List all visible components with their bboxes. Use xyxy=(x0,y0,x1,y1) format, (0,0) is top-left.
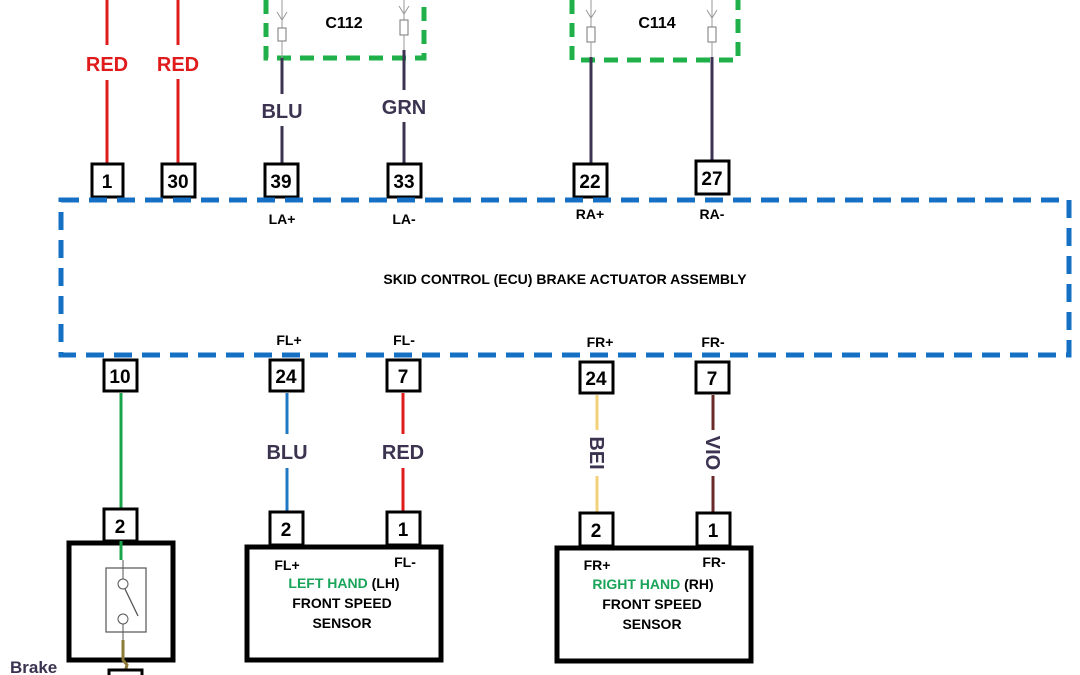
wire-label-fr-minus: VIO xyxy=(701,436,723,470)
svg-text:2: 2 xyxy=(281,520,292,541)
signal-label-ra-minus: RA- xyxy=(700,206,725,222)
svg-text:FL+: FL+ xyxy=(274,557,299,573)
signal-label-fr-minus: FR- xyxy=(701,334,725,350)
svg-text:RIGHT HAND (RH): RIGHT HAND (RH) xyxy=(592,576,713,592)
pin-box-24-fr: 24 xyxy=(578,360,615,395)
svg-text:1: 1 xyxy=(398,520,409,541)
brake-switch: 2 xyxy=(66,507,176,675)
right-front-speed-sensor: 2 1 FR+ FR- RIGHT HAND (RH) FRONT SPEED … xyxy=(554,511,754,664)
pin-box-27: 27 xyxy=(694,159,731,196)
connector-c114-outline xyxy=(569,0,741,63)
signal-label-la-plus: LA+ xyxy=(269,211,296,227)
pin-box-1: 1 xyxy=(90,162,125,199)
terminal-icon xyxy=(398,0,410,50)
pin-box-10: 10 xyxy=(102,358,139,393)
wire-label-fl-minus: RED xyxy=(382,442,424,464)
svg-text:39: 39 xyxy=(270,172,291,193)
brake-label: Brake xyxy=(10,658,57,675)
wire-label-fl-plus: BLU xyxy=(266,442,307,464)
ecu-title: SKID CONTROL (ECU) BRAKE ACTUATOR ASSEMB… xyxy=(383,271,747,287)
svg-text:FRONT SPEED: FRONT SPEED xyxy=(292,595,392,611)
svg-text:10: 10 xyxy=(109,367,130,388)
terminal-icon xyxy=(276,0,288,58)
connector-c114-label: C114 xyxy=(638,15,675,32)
svg-text:1: 1 xyxy=(708,521,719,542)
signal-label-fr-plus: FR+ xyxy=(587,334,614,350)
signal-label-fl-plus: FL+ xyxy=(276,332,301,348)
pin-box-22: 22 xyxy=(572,162,609,199)
connector-c112-label: C112 xyxy=(325,15,362,32)
pin-box-7-fl: 7 xyxy=(385,358,422,393)
pin-box-39: 39 xyxy=(263,162,300,199)
wire-label-pin-33: GRN xyxy=(382,97,426,119)
svg-text:33: 33 xyxy=(393,172,414,193)
svg-text:FR-: FR- xyxy=(702,554,726,570)
svg-text:LEFT HAND (LH): LEFT HAND (LH) xyxy=(288,575,399,591)
signal-label-fl-minus: FL- xyxy=(393,332,415,348)
left-front-speed-sensor: 2 1 FL+ FL- LEFT HAND (LH) FRONT SPEED S… xyxy=(244,510,444,663)
brake-switch-pin: 2 xyxy=(115,517,126,538)
svg-text:7: 7 xyxy=(398,367,409,388)
wire-label-pin-39: BLU xyxy=(261,101,302,123)
wire-label-pin-30: RED xyxy=(157,54,199,76)
wire-label-pin-1: RED xyxy=(86,54,128,76)
terminal-icon xyxy=(585,0,597,58)
svg-text:1: 1 xyxy=(102,172,113,193)
svg-text:2: 2 xyxy=(591,521,602,542)
connector-c112-outline xyxy=(263,0,427,61)
svg-text:SENSOR: SENSOR xyxy=(622,616,681,632)
pin-box-7-fr: 7 xyxy=(694,360,731,395)
terminal-icon xyxy=(706,0,718,58)
svg-text:FL-: FL- xyxy=(394,554,416,570)
svg-text:7: 7 xyxy=(707,369,718,390)
wire-label-fr-plus: BEI xyxy=(585,436,607,469)
ecu-assembly-outline xyxy=(58,197,1072,358)
pin-box-30: 30 xyxy=(160,162,197,199)
svg-text:22: 22 xyxy=(579,172,600,193)
svg-text:27: 27 xyxy=(701,169,722,190)
svg-text:24: 24 xyxy=(275,367,297,388)
svg-text:FRONT SPEED: FRONT SPEED xyxy=(602,596,702,612)
pin-box-33: 33 xyxy=(386,162,423,199)
svg-text:30: 30 xyxy=(167,172,188,193)
svg-text:FR+: FR+ xyxy=(584,557,611,573)
signal-label-la-minus: LA- xyxy=(392,211,416,227)
signal-label-ra-plus: RA+ xyxy=(576,206,604,222)
pin-box-24-fl: 24 xyxy=(268,358,305,393)
svg-text:SENSOR: SENSOR xyxy=(312,615,371,631)
svg-text:24: 24 xyxy=(585,369,607,390)
